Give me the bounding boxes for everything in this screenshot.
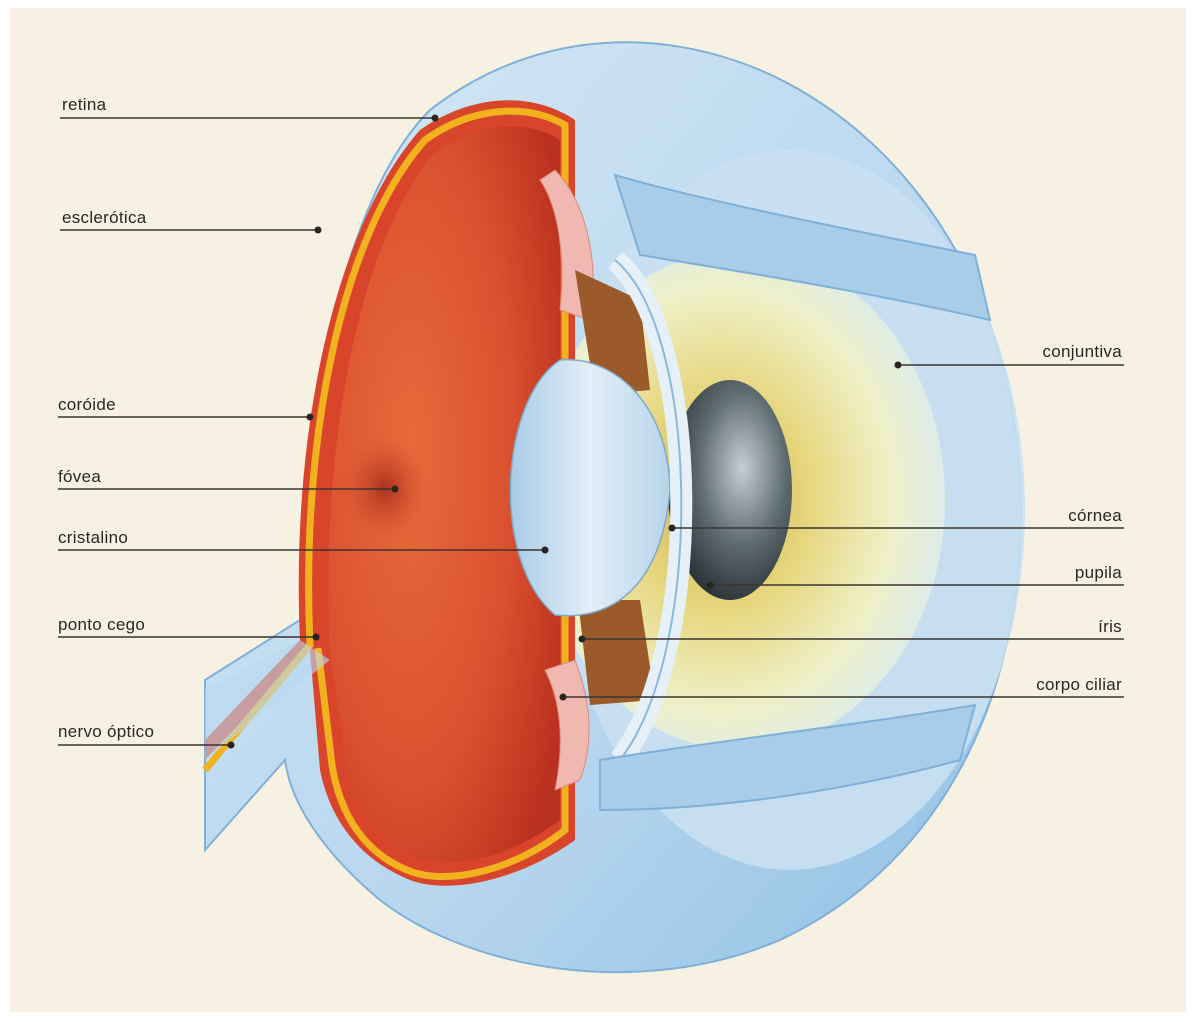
- svg-text:nervo óptico: nervo óptico: [58, 722, 154, 741]
- label-esclerotica: esclerótica: [60, 208, 322, 234]
- svg-text:pupila: pupila: [1075, 563, 1122, 582]
- fovea-spot: [340, 433, 430, 543]
- svg-text:esclerótica: esclerótica: [62, 208, 147, 227]
- label-retina: retina: [60, 95, 439, 122]
- label-coroide: coróide: [58, 395, 314, 421]
- svg-text:íris: íris: [1098, 617, 1122, 636]
- svg-text:córnea: córnea: [1068, 506, 1122, 525]
- svg-text:cristalino: cristalino: [58, 528, 128, 547]
- svg-text:ponto cego: ponto cego: [58, 615, 145, 634]
- svg-text:retina: retina: [62, 95, 107, 114]
- svg-text:fóvea: fóvea: [58, 467, 101, 486]
- label-ponto-cego: ponto cego: [58, 615, 320, 641]
- svg-text:conjuntiva: conjuntiva: [1042, 342, 1122, 361]
- svg-text:coróide: coróide: [58, 395, 116, 414]
- svg-text:corpo ciliar: corpo ciliar: [1036, 675, 1122, 694]
